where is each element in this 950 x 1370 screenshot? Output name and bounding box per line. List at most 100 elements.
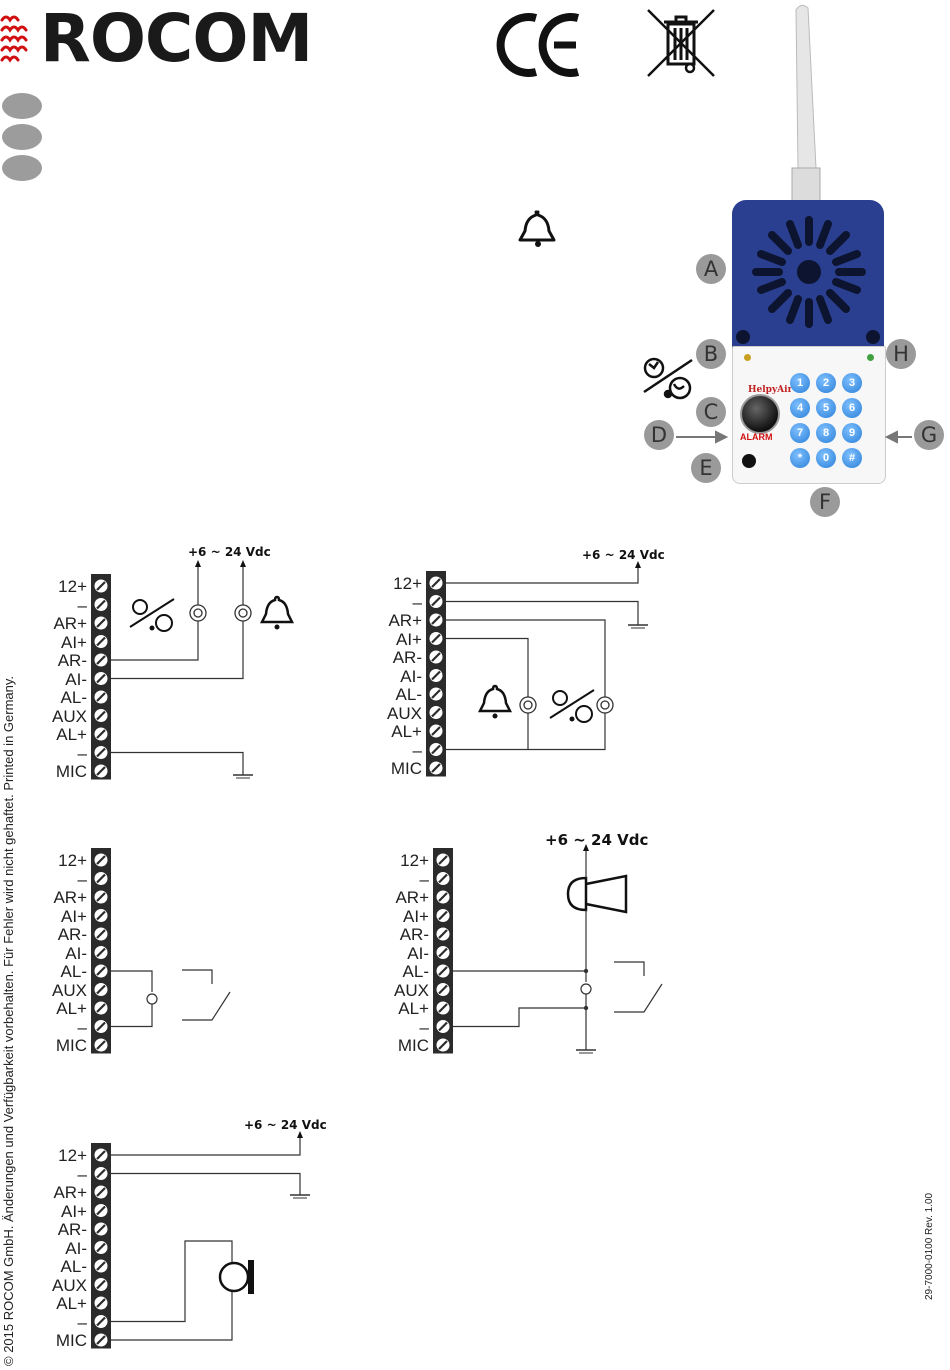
ce-mark-icon [496, 13, 580, 77]
supply-arrow [635, 561, 641, 568]
copyright-text: © 2015 ROCOM GmbH. Änderungen und Verfüg… [1, 675, 16, 1366]
terminal-label: AI- [400, 666, 422, 686]
terminal-label: – [419, 1017, 429, 1037]
terminal-label: AL- [60, 1257, 87, 1276]
language-oval-2 [2, 124, 42, 150]
terminal-label: AI- [407, 943, 429, 963]
wire [111, 970, 153, 992]
terminal-label: AR+ [53, 1183, 87, 1202]
call-cancel-icon [643, 357, 693, 400]
supply-arrow [240, 560, 246, 567]
wire [111, 1138, 301, 1156]
keypad-key[interactable]: 5 [816, 398, 836, 418]
device-screen-label: HelpyAir [748, 385, 793, 395]
terminal-label: AUX [52, 706, 87, 726]
wire [111, 567, 244, 680]
terminal-label: AL- [60, 962, 87, 981]
keypad-key[interactable]: 2 [816, 373, 836, 393]
language-oval-3 [2, 155, 42, 181]
wire [453, 1007, 587, 1050]
alarm-button[interactable] [740, 394, 780, 434]
logo-wordmark: ROCOM [40, 0, 313, 77]
speaker-grille-icon [752, 216, 866, 328]
terminal-label: – [77, 743, 87, 763]
wire [111, 751, 244, 775]
terminal-label: 12+ [393, 574, 422, 593]
keypad-key[interactable]: * [790, 448, 810, 468]
wire [446, 568, 639, 584]
bell-icon [477, 684, 513, 713]
logo-mark-icon [0, 15, 28, 63]
terminal-label: AR+ [388, 611, 422, 630]
terminal-label: – [77, 1017, 87, 1037]
terminal-label: AL+ [391, 722, 422, 741]
terminal-label: AI+ [61, 1201, 87, 1221]
keypad-key[interactable]: 3 [842, 373, 862, 393]
terminal-label: – [77, 1164, 87, 1184]
relay-contact [146, 993, 158, 1005]
wire [182, 991, 231, 1021]
keypad-key[interactable]: 8 [816, 423, 836, 443]
keypad-key[interactable]: 7 [790, 423, 810, 443]
bell-icon [259, 595, 295, 624]
language-oval-1 [2, 93, 42, 119]
keypad-key[interactable]: 9 [842, 423, 862, 443]
alarm-label: ALARM [740, 432, 773, 442]
terminal-label: MIC [55, 1331, 87, 1350]
document-number: 29-7000-0100 Rev. 1.00 [924, 1192, 935, 1300]
keypad-key[interactable]: 6 [842, 398, 862, 418]
wire [528, 713, 606, 751]
callout-a: A [696, 254, 726, 284]
terminal-label: – [77, 595, 87, 615]
callout-e: E [691, 453, 721, 483]
terminal-label: – [419, 869, 429, 889]
keypad-key[interactable]: 1 [790, 373, 810, 393]
relay-contact [580, 983, 592, 995]
terminal-label: – [412, 592, 422, 612]
terminal-label: AL- [395, 685, 422, 704]
terminal-label: MIC [55, 1036, 87, 1055]
callout-d: D [644, 420, 674, 450]
terminal-label: AI+ [403, 906, 429, 926]
supply-arrow [297, 1131, 303, 1138]
supply-arrow [583, 844, 589, 851]
terminal-label: 12+ [58, 1146, 87, 1165]
wire [614, 961, 645, 976]
callout-h: H [886, 339, 916, 369]
keypad-key[interactable]: # [842, 448, 862, 468]
callout-g: G [914, 420, 944, 450]
bell-icon [518, 210, 556, 247]
terminal-label: – [412, 740, 422, 760]
terminal-label: AI+ [396, 629, 422, 649]
weee-bin-icon [647, 9, 715, 77]
terminal-label: AR+ [53, 888, 87, 907]
wire [182, 969, 213, 984]
terminal-label: AI- [65, 669, 87, 689]
wire [111, 1004, 153, 1028]
terminal-label: AR- [57, 925, 87, 944]
terminal-label: AI- [65, 943, 87, 963]
keypad-key[interactable]: 0 [816, 448, 836, 468]
terminal-label: AR- [57, 651, 87, 670]
wire [111, 1240, 233, 1323]
microphone-icon [218, 1261, 250, 1293]
terminal-label: AR- [392, 648, 422, 667]
terminal-label: AI- [65, 1238, 87, 1258]
wire [446, 713, 529, 751]
terminal-label: AL+ [56, 999, 87, 1018]
callout-f: F [810, 487, 840, 517]
terminal-label: AR+ [53, 614, 87, 633]
callout-b: B [696, 339, 726, 369]
terminal-label: AR- [399, 925, 429, 944]
keypad-key[interactable]: 4 [790, 398, 810, 418]
terminal-label: MIC [55, 762, 87, 781]
terminal-label: AR+ [395, 888, 429, 907]
supply-arrow [195, 560, 201, 567]
wire [614, 983, 663, 1013]
wire [111, 567, 199, 661]
terminal-label: AL+ [56, 1294, 87, 1313]
terminal-label: – [77, 1312, 87, 1332]
terminal-label: AUX [387, 703, 422, 723]
wire [111, 1172, 301, 1195]
